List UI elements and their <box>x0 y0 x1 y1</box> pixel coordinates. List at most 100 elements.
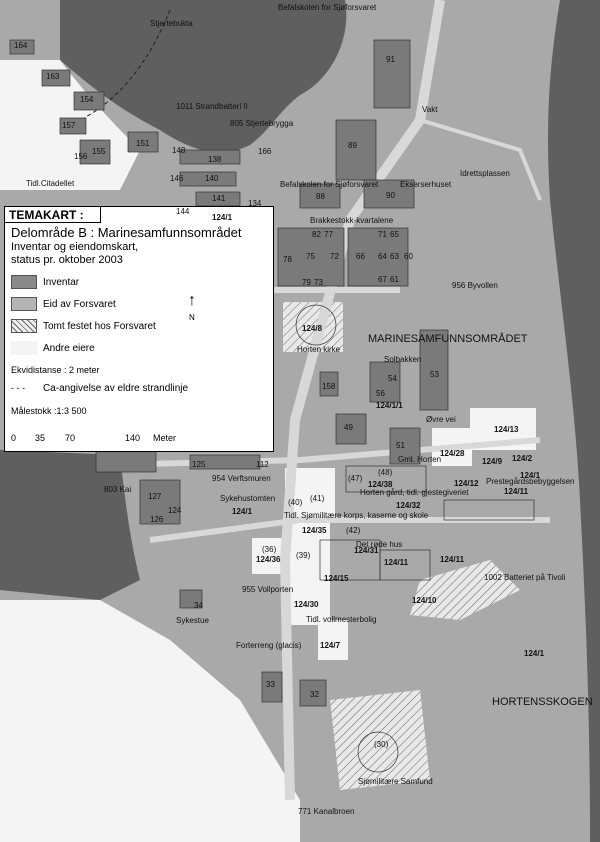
label-prestegard: Prestegårdsbebyggelsen <box>486 477 575 486</box>
num-124-35: 124/35 <box>302 526 327 535</box>
num-124-10: 124/10 <box>412 596 437 605</box>
label-ekserserhuset: Ekserserhuset <box>400 180 452 189</box>
label-stjertebrygga: 805 Stjertebrygga <box>230 119 294 128</box>
num-124-15: 124/15 <box>324 574 349 583</box>
num-124-1-c: 124/1 <box>232 507 253 516</box>
num-163: 163 <box>46 72 60 81</box>
num-166: 166 <box>258 147 272 156</box>
num-140: 140 <box>205 174 219 183</box>
sea-right <box>548 0 600 842</box>
num-63: 63 <box>390 252 399 261</box>
num-124-1-b: 124/1 <box>520 471 541 480</box>
num-124-36: 124/36 <box>256 555 281 564</box>
num-47: (47) <box>348 474 363 483</box>
num-71: 71 <box>378 230 387 239</box>
num-144: 144 <box>176 207 190 216</box>
num-73: 73 <box>314 278 323 287</box>
label-rode-hus: Det røde hus <box>356 540 403 549</box>
label-gml-horten: Gml. Horten <box>398 455 442 464</box>
label-forterreng: Forterreng (glacis) <box>236 641 302 650</box>
label-kai: 803 Kai <box>104 485 132 494</box>
label-befalskolen-top: Befalskolen for Sjøforsvaret <box>278 3 377 12</box>
num-89: 89 <box>348 141 357 150</box>
label-byvollen: 956 Byvollen <box>452 281 498 290</box>
num-124-38: 124/38 <box>368 480 393 489</box>
label-vollporten: 955 Vollporten <box>242 585 294 594</box>
num-124-12: 124/12 <box>454 479 479 488</box>
label-horten-kirke: Horten kirke <box>297 345 341 354</box>
scale-tick-35: 35 <box>35 433 46 443</box>
road-cross2 <box>109 437 541 468</box>
scale-unit: Meter <box>153 433 177 443</box>
num-79: 79 <box>302 278 311 287</box>
num-34: 34 <box>194 601 203 610</box>
scale-tick-0: 0 <box>11 433 17 443</box>
label-sykestue: Sykestue <box>176 616 209 625</box>
num-75: 75 <box>306 252 315 261</box>
num-124-31: 124/31 <box>354 546 379 555</box>
label-befalskolen-mid: Befalskolen for Sjøforsvaret <box>280 180 379 189</box>
area-36 <box>252 538 282 574</box>
num-49: 49 <box>344 423 353 432</box>
num-54: 54 <box>388 374 397 383</box>
num-67: 67 <box>378 275 387 284</box>
num-124-30: 124/30 <box>294 600 319 609</box>
label-stjertebukta: Stjertebukta <box>150 19 193 28</box>
num-164: 164 <box>14 41 28 50</box>
num-124: 124 <box>168 506 182 515</box>
num-124-32: 124/32 <box>396 501 421 510</box>
legend-panel: TEMAKART : Delområde B : Marinesamfunnso… <box>4 206 274 452</box>
num-60: 60 <box>404 252 413 261</box>
num-146: 146 <box>170 174 184 183</box>
num-126: 126 <box>150 515 164 524</box>
area-12435 <box>288 520 330 625</box>
num-65: 65 <box>390 230 399 239</box>
num-36: (36) <box>262 545 277 554</box>
city-land <box>0 600 300 842</box>
label-marinesamfunn: MARINESAMFUNNSOMRÅDET <box>368 333 528 345</box>
legend-malestokk: Målestokk :1:3 500 <box>11 406 87 416</box>
num-124-1-1: 124/1/1 <box>376 401 403 410</box>
num-124-28: 124/28 <box>440 449 465 458</box>
num-40: (40) <box>288 498 303 507</box>
legend-label-inventar: Inventar <box>43 277 80 288</box>
label-strandbatteri: 1011 Strandbatteri II <box>176 102 248 111</box>
num-82: 82 <box>312 230 321 239</box>
num-91: 91 <box>386 55 395 64</box>
scale-tick-140: 140 <box>125 433 141 443</box>
num-42: (42) <box>346 526 361 535</box>
num-124-8: 124/8 <box>302 324 323 333</box>
label-solbakken: Solbakken <box>384 355 422 364</box>
legend-swatch-eid <box>11 297 37 311</box>
num-124-9: 124/9 <box>482 457 503 466</box>
area-12410 <box>410 560 520 620</box>
legend-label-tomt: Tomt festet hos Forsvaret <box>43 321 156 332</box>
num-30: (30) <box>374 740 389 749</box>
old-shoreline <box>79 9 171 121</box>
legend-strandlinje-symbol: - - - <box>11 383 25 393</box>
num-51: 51 <box>396 441 405 450</box>
num-124-11-d: 124/11 <box>440 555 465 564</box>
num-48: (48) <box>378 468 393 477</box>
north-label: N <box>189 313 195 322</box>
num-39: (39) <box>296 551 311 560</box>
label-verftsmuren: 954 Verftsmuren <box>212 474 271 483</box>
num-155: 155 <box>92 147 106 156</box>
road-idrett <box>419 118 542 201</box>
scale-tick-70: 70 <box>65 433 76 443</box>
sea-left <box>0 450 140 600</box>
area-1247 <box>318 620 348 660</box>
num-53: 53 <box>430 370 439 379</box>
label-citadellet: Tidl.Citadellet <box>26 179 75 188</box>
num-88: 88 <box>316 192 325 201</box>
num-66: 66 <box>356 252 365 261</box>
north-arrow-icon: ↑ <box>188 292 196 309</box>
num-112: 112 <box>256 460 269 469</box>
num-134: 134 <box>248 199 262 208</box>
num-148: 148 <box>172 146 186 155</box>
label-brakkestokk: Brakkestokk-kvartalene <box>310 216 394 225</box>
label-hortensskogen: HORTENSSKOGEN <box>492 696 593 708</box>
num-157: 157 <box>62 121 76 130</box>
num-156: 156 <box>74 152 88 161</box>
